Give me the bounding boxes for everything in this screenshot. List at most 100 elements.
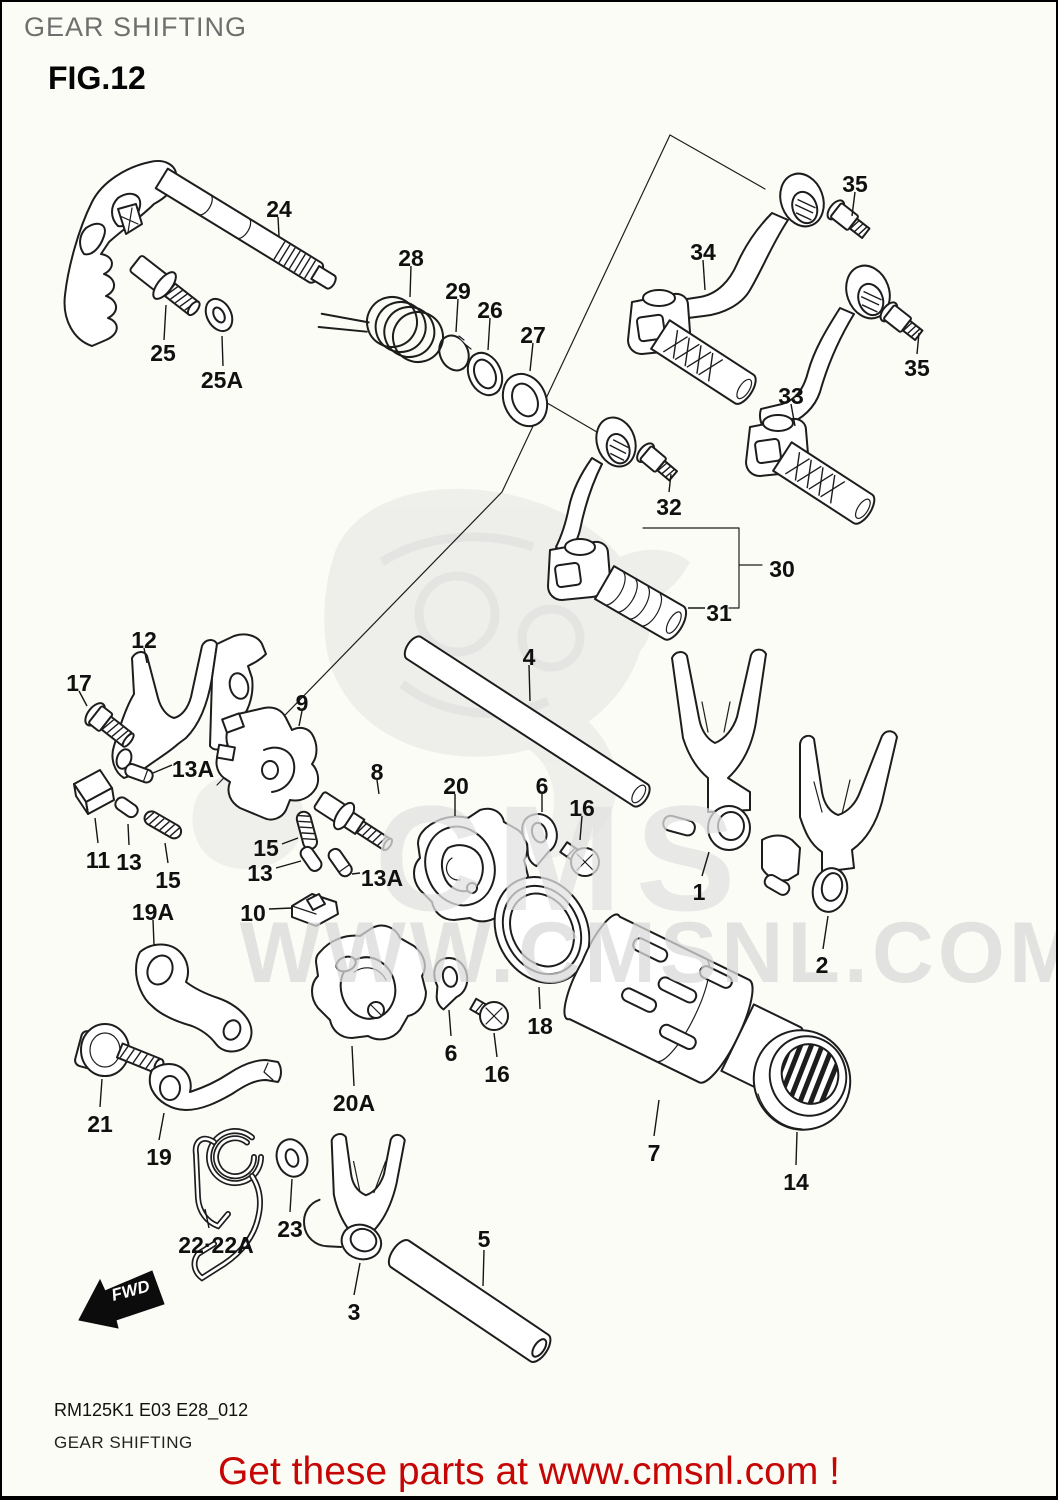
part-label-19: 19	[146, 1144, 172, 1170]
part-label-13: 13	[116, 849, 142, 875]
watermark-text: CMS WWW.CMSNL.COM	[240, 774, 1056, 1001]
leader-line-13	[127, 823, 130, 846]
fork-shaft-5	[387, 1239, 552, 1363]
model-code: RM125K1 E03 E28_012	[54, 1400, 249, 1420]
part-label-16: 16	[569, 795, 595, 821]
part-label-13A: 13A	[172, 756, 214, 782]
figure-caption: GEAR SHIFTING	[54, 1433, 193, 1452]
bolt-8	[313, 791, 394, 852]
leader-line-13	[275, 860, 302, 869]
part-label-29: 29	[445, 278, 471, 304]
leader-line-27	[529, 342, 534, 372]
leader-line-15	[164, 842, 169, 864]
part-label-3: 3	[348, 1299, 361, 1325]
part-labels: 24282926272525A35343533323031121713A9482…	[66, 171, 930, 1325]
leader-line-32	[668, 473, 672, 493]
part-label-35: 35	[842, 171, 868, 197]
part-label-9: 9	[296, 690, 309, 716]
washer-plate-6-lower	[433, 957, 469, 1011]
leader-line-35	[916, 332, 920, 355]
part-label-25A: 25A	[201, 367, 243, 393]
leader-line-13A	[152, 764, 173, 774]
part-label-28: 28	[398, 245, 424, 271]
part-label-35: 35	[904, 355, 930, 381]
leader-line-18	[538, 986, 541, 1010]
fwd-arrow: FWD	[78, 1270, 165, 1329]
part-label-19A: 19A	[132, 899, 174, 925]
part-label-13A: 13A	[361, 865, 403, 891]
fork-shaft-4	[403, 635, 651, 808]
bolt-21	[74, 1023, 165, 1077]
part-label-27: 27	[520, 322, 546, 348]
snap-ring-29	[438, 332, 473, 372]
leader-line-35	[851, 191, 856, 217]
pawl-lifter-19A	[135, 943, 253, 1053]
leader-line-17	[78, 690, 88, 707]
leader-line-1	[701, 851, 710, 877]
pin-13-mid	[299, 845, 323, 872]
bearing-ring-18	[493, 876, 591, 984]
leader-line-15	[281, 837, 299, 845]
pin-13-left	[114, 796, 139, 819]
part-label-6: 6	[445, 1040, 458, 1066]
part-label-10: 10	[240, 900, 266, 926]
part-label-23: 23	[277, 1216, 303, 1242]
leader-line-13A	[351, 872, 361, 875]
part-label-12: 12	[131, 627, 157, 653]
screw-17	[84, 702, 135, 748]
leader-line-25A	[221, 335, 224, 367]
part-label-14: 14	[783, 1169, 809, 1195]
return-spring-28	[317, 296, 444, 363]
part-label-5: 5	[478, 1226, 491, 1252]
pin-13A-left	[124, 763, 154, 784]
leader-line-21	[99, 1078, 103, 1108]
page-title: GEAR SHIFTING	[24, 12, 248, 42]
part-label-8: 8	[371, 759, 384, 785]
footpeg-31	[594, 565, 688, 641]
part-label-34: 34	[690, 239, 716, 265]
leader-line-2	[822, 915, 829, 950]
shift-cam-20	[413, 807, 529, 923]
part-label-25: 25	[150, 340, 176, 366]
needle-bearing-14	[752, 1029, 852, 1131]
part-label-26: 26	[477, 297, 503, 323]
leader-line-19A	[152, 919, 155, 946]
spring-15-mid	[295, 810, 319, 850]
leader-line-6	[448, 1009, 452, 1037]
part-label-16: 16	[484, 1061, 510, 1087]
part-label-2: 2	[816, 952, 829, 978]
leader-line-4	[528, 664, 531, 702]
part-label-1: 1	[693, 879, 706, 905]
leader-line-5	[482, 1249, 485, 1287]
part-label-22·22A: 22·22A	[178, 1232, 253, 1258]
part-label-20: 20	[443, 773, 469, 799]
shift-cam-20A	[311, 924, 427, 1041]
spring-22-22A	[191, 1128, 265, 1282]
part-label-11: 11	[86, 847, 111, 873]
watermark-cms: CMS	[374, 774, 749, 942]
pin-13A-right	[327, 847, 353, 878]
part-label-17: 17	[66, 670, 92, 696]
part-label-21: 21	[87, 1111, 113, 1137]
leader-line-22·22A	[204, 1208, 210, 1229]
part-label-7: 7	[648, 1140, 661, 1166]
washer-25A	[204, 297, 234, 333]
cmsnl-banner-link[interactable]: Get these parts at www.cmsnl.com !	[217, 1450, 841, 1493]
leader-line-34	[702, 259, 706, 291]
cam-stopper-plate-10	[291, 893, 339, 927]
figure-number: FIG.12	[48, 60, 146, 96]
screw-16-upper	[559, 841, 600, 877]
bolt-32	[636, 442, 679, 482]
leader-line-26	[487, 317, 491, 351]
leader-line-16	[579, 815, 583, 841]
leader-line-29	[455, 298, 459, 333]
leader-line-16	[493, 1032, 498, 1058]
washer-23	[275, 1138, 309, 1178]
part-label-32: 32	[656, 494, 682, 520]
washer-26	[466, 351, 504, 397]
part-label-6: 6	[536, 773, 549, 799]
leader-line-10	[268, 907, 293, 910]
leader-line-20A	[351, 1045, 355, 1087]
